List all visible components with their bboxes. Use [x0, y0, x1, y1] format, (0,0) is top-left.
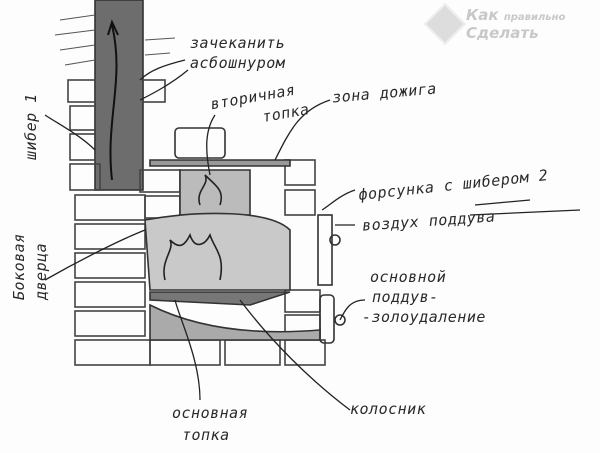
label-damper-1: шибер 1 [22, 93, 40, 160]
label-main-firebox-1: основная [172, 404, 249, 422]
secondary-firebox [179, 169, 251, 216]
label-caulk-2: асбошнуром [190, 54, 286, 72]
flame-main [163, 232, 223, 281]
ash-door [319, 294, 335, 344]
pot [174, 127, 226, 159]
smoke-arrow [107, 19, 119, 181]
label-grate: колосник [350, 400, 427, 418]
label-side-door: Боковая дверца [10, 233, 50, 300]
house-logo-icon [423, 2, 467, 46]
label-main-air-1: основной [370, 268, 447, 286]
chimney [94, 0, 144, 191]
chimney-hatching [54, 14, 176, 66]
logo-text-3: Сделать [466, 24, 539, 42]
stove-top [149, 159, 291, 167]
site-logo: Как правильно Сделать [423, 2, 566, 46]
leader-lines [44, 59, 581, 411]
logo-text-2: правильно [503, 12, 566, 23]
label-main-air-2: поддув- [372, 288, 439, 306]
side-door-right [317, 214, 333, 286]
flame-secondary [198, 174, 223, 206]
label-main-air-3: -золоудаление [362, 308, 486, 326]
label-main-firebox-2: топка [182, 426, 230, 444]
logo-text-1: Как [466, 6, 499, 24]
grate [149, 291, 291, 306]
label-caulk-1: зачеканить [190, 34, 286, 52]
ash-pit [149, 303, 321, 341]
brick-wall-left [67, 79, 326, 366]
